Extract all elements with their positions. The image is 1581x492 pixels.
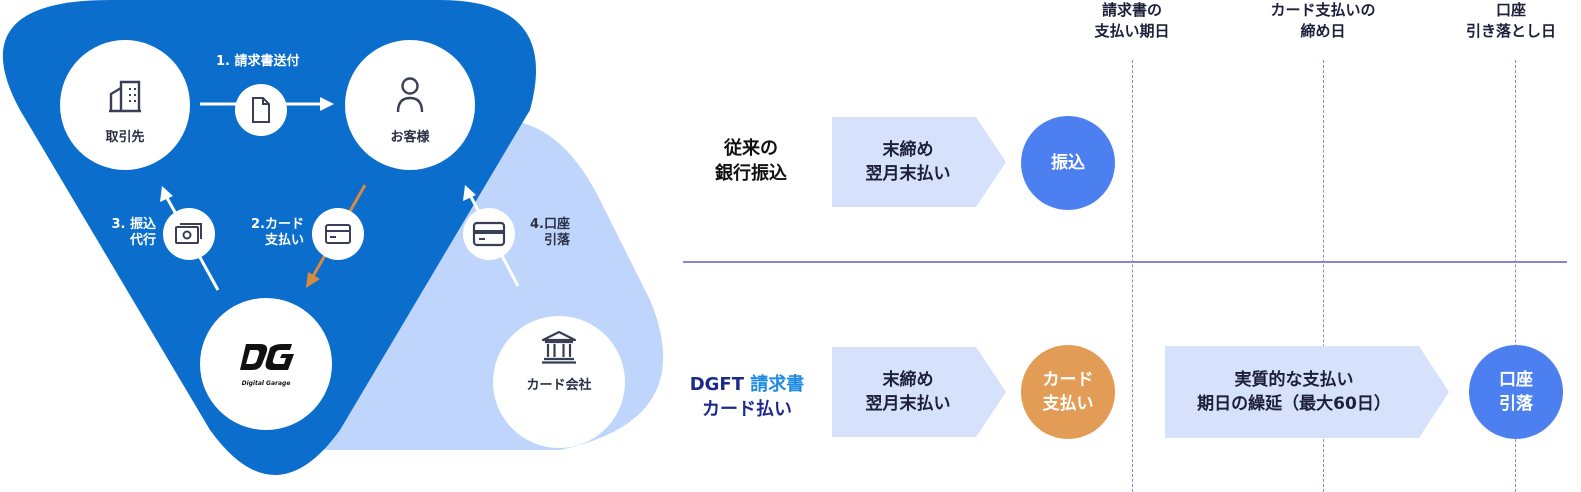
step-conventional-terms-line1: 末締め <box>882 140 934 160</box>
header-invoice-due-date-line2: 支払い期日 <box>1094 22 1170 40</box>
flow-label-card-payment-line1: 2.カード <box>251 217 304 232</box>
building-icon <box>109 80 141 113</box>
flow-label-transfer: 3. 振込 代行 <box>100 217 156 249</box>
flow-label-transfer-line1: 3. 振込 <box>111 217 156 232</box>
invoice-due-date-line <box>1132 60 1133 492</box>
row-divider <box>683 261 1567 263</box>
bank-icon <box>541 330 577 364</box>
header-card-closing-date: カード支払いの 締め日 <box>1253 0 1393 42</box>
step-conventional-terms-line2: 翌月末払い <box>865 164 951 184</box>
row-label-dgft-line2: カード払い <box>702 399 792 420</box>
customer-label: お客様 <box>390 130 430 145</box>
supplier-node: 取引先 <box>60 40 190 170</box>
flow-label-transfer-line2: 代行 <box>129 233 156 248</box>
step-dgft-terms: 末締め 翌月末払い <box>832 347 1006 437</box>
flow-label-card-payment-line2: 支払い <box>264 233 304 248</box>
row-label-conventional: 従来の 銀行振込 <box>688 136 814 186</box>
flow-label-card-payment: 2.カード 支払い <box>246 217 304 249</box>
row-label-conventional-line1: 従来の <box>724 138 778 159</box>
header-card-closing-date-line2: 締め日 <box>1300 22 1346 40</box>
step-payment-deferral: 実質的な支払い 期日の繰延（最大60日） <box>1165 346 1449 438</box>
dg-logo-text: Digital Garage <box>241 380 291 387</box>
customer-node: お客様 <box>345 40 475 170</box>
badge-account-debit-line2: 引落 <box>1499 394 1533 414</box>
cash-icon <box>175 223 202 244</box>
document-icon <box>252 97 270 123</box>
badge-card-payment-line1: カード <box>1042 370 1094 390</box>
row-label-dgft: DGFT 請求書 カード払い <box>672 372 822 422</box>
invoice-flow-icon-circle <box>235 84 287 136</box>
header-debit-date-line2: 引き落とし日 <box>1465 22 1556 40</box>
flow-label-debit-line2: 引落 <box>543 233 570 248</box>
header-debit-date-line1: 口座 <box>1495 1 1526 19</box>
header-card-closing-date-line1: カード支払いの <box>1270 1 1376 19</box>
card-closing-date-line <box>1323 60 1324 492</box>
header-invoice-due-date: 請求書の 支払い期日 <box>1062 0 1202 42</box>
dg-node: Digital Garage <box>200 298 332 430</box>
row-label-conventional-line2: 銀行振込 <box>715 163 787 184</box>
transfer-flow-icon-circle <box>163 208 215 260</box>
card-company-node: カード会社 <box>493 316 625 448</box>
flow-label-debit-line1: 4.口座 <box>530 217 570 232</box>
bank-card-icon <box>472 221 506 247</box>
person-icon <box>396 77 424 113</box>
credit-card-icon <box>325 224 351 244</box>
card-company-label: カード会社 <box>526 378 592 393</box>
dg-logo <box>240 344 294 370</box>
step-payment-deferral-line2: 期日の繰延（最大60日） <box>1197 394 1391 414</box>
debit-date-line <box>1515 60 1516 492</box>
row-label-dgft-brand: DGFT <box>689 374 744 395</box>
flow-label-debit: 4.口座 引落 <box>524 217 570 249</box>
debit-flow-icon-circle <box>463 208 515 260</box>
card-payment-flow-icon-circle <box>312 208 364 260</box>
row-label-dgft-line1: DGFT 請求書 <box>672 372 822 397</box>
header-invoice-due-date-line1: 請求書の <box>1101 1 1162 19</box>
step-conventional-terms: 末締め 翌月末払い <box>832 117 1006 207</box>
step-payment-deferral-line1: 実質的な支払い <box>1234 370 1354 390</box>
row-label-dgft-invoice: 請求書 <box>750 374 805 395</box>
badge-card-payment: カード 支払い <box>1021 345 1115 439</box>
badge-bank-transfer: 振込 <box>1021 116 1115 210</box>
step-dgft-terms-line1: 末締め <box>882 370 934 390</box>
badge-account-debit-line1: 口座 <box>1499 370 1533 390</box>
supplier-label: 取引先 <box>105 130 145 145</box>
step-dgft-terms-line2: 翌月末払い <box>865 394 951 414</box>
badge-account-debit: 口座 引落 <box>1469 345 1563 439</box>
header-debit-date: 口座 引き落とし日 <box>1441 0 1581 42</box>
flow-label-invoice: 1. 請求書送付 <box>216 54 300 69</box>
badge-card-payment-line2: 支払い <box>1042 394 1094 414</box>
